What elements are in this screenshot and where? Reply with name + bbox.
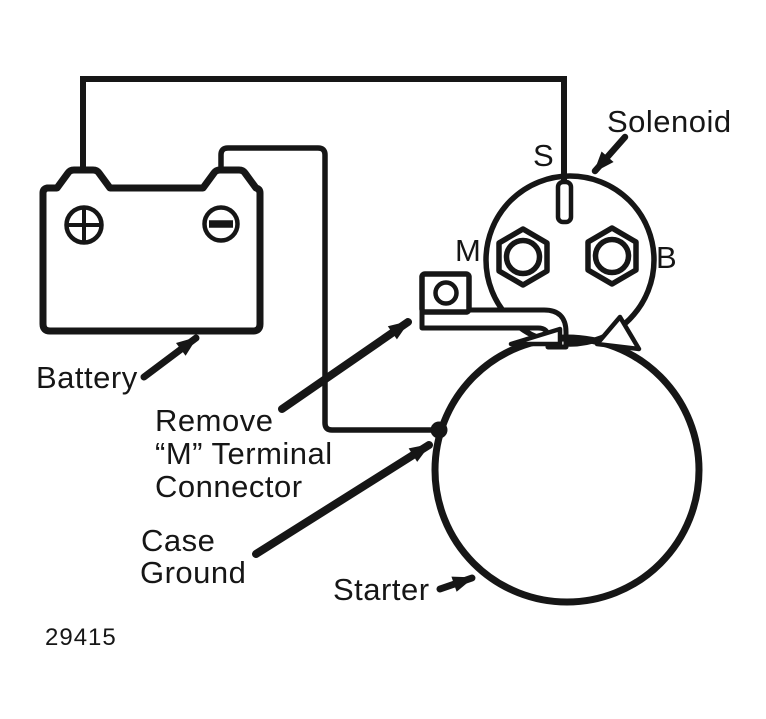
solenoid-housing	[483, 173, 657, 347]
label-terminal-b: B	[656, 240, 677, 275]
label-starter: Starter	[333, 572, 430, 607]
solenoid	[483, 168, 657, 347]
m-terminal-connector	[419, 271, 569, 350]
mount-gusset-right	[594, 314, 642, 352]
connector-eyelet-block	[419, 271, 472, 315]
starter-housing	[431, 334, 703, 606]
labels: S Solenoid M B Battery Remove “M” Termin…	[36, 104, 732, 651]
label-case-ground-line1: Case	[141, 523, 215, 558]
battery-body	[39, 166, 264, 335]
callout-arrows	[140, 133, 629, 593]
label-terminal-s: S	[533, 138, 554, 173]
case-ground-arrow	[252, 441, 433, 558]
wire-negative-to-case-ground	[218, 145, 434, 433]
mount-gusset-left	[508, 326, 563, 347]
s-terminal-blade	[555, 179, 574, 225]
label-case-ground-line2: Ground	[140, 555, 246, 590]
b-terminal-stud	[592, 236, 632, 276]
label-remove-line3: Connector	[155, 469, 303, 504]
figure-number: 29415	[45, 624, 117, 651]
solenoid-surface-tick	[514, 185, 531, 198]
starter	[430, 314, 703, 606]
wiring	[80, 76, 567, 433]
label-remove-line1: Remove	[155, 403, 273, 438]
label-remove-line2: “M” Terminal	[155, 436, 333, 471]
label-solenoid: Solenoid	[607, 104, 732, 139]
battery-arrow	[140, 334, 200, 381]
battery	[39, 166, 264, 335]
wire-positive-to-solenoid	[80, 76, 567, 183]
battery-positive-terminal	[64, 205, 104, 245]
battery-negative-terminal	[202, 205, 240, 243]
label-terminal-m: M	[455, 233, 481, 268]
m-terminal-stud	[503, 237, 543, 277]
case-ground-point	[430, 421, 448, 439]
connector-eyelet-hole	[433, 280, 459, 306]
solenoid-arrow	[591, 133, 629, 175]
connector-strap	[419, 307, 569, 350]
starter-arrow	[436, 574, 476, 593]
remove-m-terminal-arrow	[278, 318, 412, 413]
label-battery: Battery	[36, 360, 138, 395]
